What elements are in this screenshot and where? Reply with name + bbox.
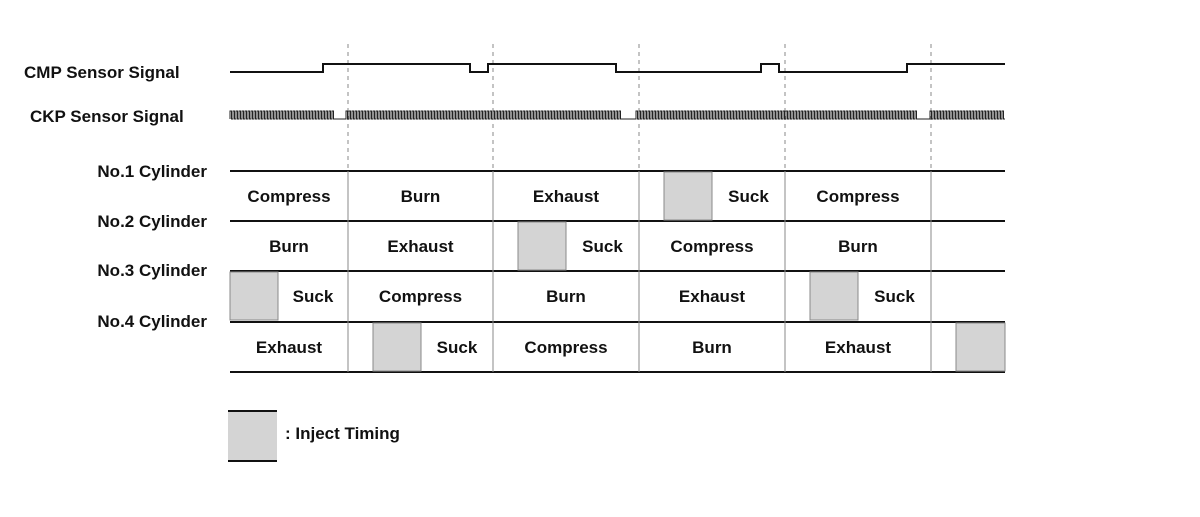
inject-timing-block [955, 322, 1006, 372]
stroke-label: Compress [379, 287, 462, 306]
cmp-signal-label: CMP Sensor Signal [24, 63, 180, 82]
stroke-label: Compress [524, 338, 607, 357]
stroke-cell: Exhaust [256, 338, 322, 357]
legend: : Inject Timing [228, 410, 400, 462]
stroke-label: Exhaust [387, 237, 453, 256]
stroke-cell: Burn [401, 187, 441, 206]
inject-timing-block [229, 271, 279, 321]
stroke-cell: Compress [524, 338, 607, 357]
stroke-cell: Burn [269, 237, 309, 256]
stroke-cell: Exhaust [825, 338, 891, 357]
inject-timing-block [809, 271, 859, 321]
stroke-label: Suck [582, 237, 623, 256]
stroke-label: Burn [838, 237, 878, 256]
stroke-cell: Exhaust [387, 237, 453, 256]
stroke-cell: Burn [692, 338, 732, 357]
stroke-cell: Compress [379, 287, 462, 306]
stroke-cell: Compress [247, 187, 330, 206]
stroke-label: Burn [546, 287, 586, 306]
stroke-boundary-dashes [347, 44, 932, 171]
stroke-label: Exhaust [679, 287, 745, 306]
stroke-cell: Suck [663, 171, 769, 221]
stroke-cell [955, 322, 1006, 372]
legend-inject-swatch [228, 411, 277, 461]
cylinder-1-label: No.1 Cylinder [97, 162, 207, 181]
stroke-cell: Compress [670, 237, 753, 256]
stroke-label: Exhaust [533, 187, 599, 206]
ckp-signal-label: CKP Sensor Signal [30, 107, 184, 126]
stroke-label: Burn [401, 187, 441, 206]
stroke-cell: Exhaust [679, 287, 745, 306]
stroke-cell: Suck [809, 271, 915, 321]
stroke-label: Compress [670, 237, 753, 256]
cylinder-2-label: No.2 Cylinder [97, 212, 207, 231]
stroke-label: Suck [293, 287, 334, 306]
stroke-label: Compress [816, 187, 899, 206]
stroke-cell: Burn [546, 287, 586, 306]
cmp-signal-waveform [230, 63, 1005, 73]
stroke-cell: Compress [816, 187, 899, 206]
stroke-cell: Suck [372, 322, 478, 372]
stroke-cell: Suck [229, 271, 334, 321]
inject-timing-block [517, 221, 567, 271]
stroke-label: Exhaust [256, 338, 322, 357]
ckp-signal-waveform [229, 110, 1005, 120]
stroke-label: Compress [247, 187, 330, 206]
legend-label: : Inject Timing [285, 424, 400, 443]
inject-timing-block [663, 171, 713, 221]
stroke-label: Suck [874, 287, 915, 306]
stroke-cell: Exhaust [533, 187, 599, 206]
cylinder-4-label: No.4 Cylinder [97, 312, 207, 331]
stroke-label: Exhaust [825, 338, 891, 357]
stroke-label: Suck [437, 338, 478, 357]
stroke-cell: Burn [838, 237, 878, 256]
cylinder-3-label: No.3 Cylinder [97, 261, 207, 280]
stroke-label: Burn [269, 237, 309, 256]
stroke-label: Suck [728, 187, 769, 206]
inject-timing-block [372, 322, 422, 372]
stroke-cell: Suck [517, 221, 623, 271]
stroke-label: Burn [692, 338, 732, 357]
